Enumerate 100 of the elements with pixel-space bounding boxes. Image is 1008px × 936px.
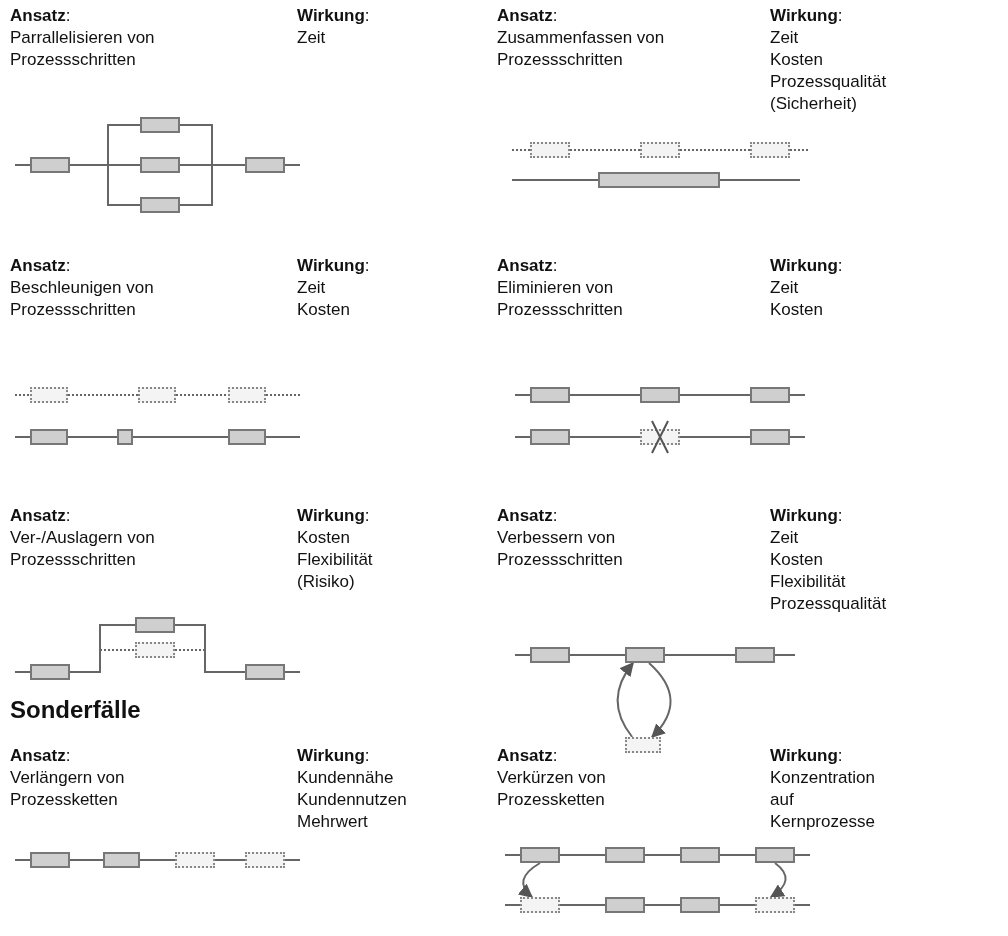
field-heading: Wirkung: [297,255,370,277]
process-step-box [605,897,645,913]
process-step-box [30,429,68,445]
process-step-box [625,647,665,663]
arrow [648,662,672,738]
field-heading: Wirkung: [770,255,843,277]
effect-item: Flexibilität [297,549,373,571]
connector-line [719,854,756,856]
process-step-box [228,429,266,445]
effect-item: Prozessqualität [770,71,887,93]
process-step-box [735,647,775,663]
dotted-process-step-box [625,737,661,753]
process-step-box [140,197,180,213]
effect-item: Kundennutzen [297,789,407,811]
process-step-box [755,847,795,863]
effect-item: Zeit [297,27,326,49]
dotted-process-step-box [135,642,175,658]
dotted-process-step-box [750,142,790,158]
effect-item: (Sicherheit) [770,93,857,115]
effect-item: Flexibilität [770,571,846,593]
effect-item: Kosten [770,49,823,71]
approach-description: Eliminieren von Prozessschritten [497,277,624,321]
connector-line [569,149,641,151]
effect-item: Kosten [770,299,823,321]
connector-line [679,436,751,438]
connector-line [69,649,136,673]
effect-item: Kosten [297,299,350,321]
effect-item: Zeit [770,27,799,49]
approach-description: Verkürzen von Prozessketten [497,767,607,811]
connector-line [67,436,118,438]
connector-line [174,649,246,673]
connector-line [174,624,246,673]
connector-line [719,904,756,906]
connector-line [644,904,681,906]
connector-line [644,854,681,856]
connector-line [67,394,139,396]
field-heading: Wirkung: [297,5,370,27]
field-heading: Wirkung: [770,505,843,527]
connector-line [69,859,104,861]
process-step-box [680,847,720,863]
connector-line [559,854,606,856]
field-heading: Wirkung: [297,745,370,767]
connector-line [569,394,641,396]
connector-line [175,394,229,396]
field-heading: Ansatz: [497,505,558,527]
process-step-box [530,387,570,403]
process-step-box [520,847,560,863]
dotted-process-step-box [30,387,68,403]
approach-description: Verbessern von Prozessschritten [497,527,624,571]
section-heading: Sonderfälle [10,695,141,725]
field-heading: Ansatz: [497,745,558,767]
dotted-process-step-box [228,387,266,403]
effect-item: Zeit [770,527,799,549]
approach-description: Parrallelisieren von Prozessschritten [10,27,156,71]
approach-description: Zusammenfassen von Prozessschritten [497,27,666,71]
process-step-box [530,429,570,445]
effect-item: (Risiko) [297,571,355,593]
connector-line [664,654,736,656]
dotted-process-step-box [245,852,285,868]
process-step-box [140,117,180,133]
process-step-box [117,429,133,445]
dotted-process-step-box [175,852,215,868]
field-heading: Ansatz: [10,5,71,27]
approach-description: Beschleunigen von Prozessschritten [10,277,155,321]
approach-description: Ver-/Auslagern von Prozessschritten [10,527,156,571]
process-step-box [640,387,680,403]
process-step-box [750,429,790,445]
field-heading: Wirkung: [297,505,370,527]
process-step-box [750,387,790,403]
field-heading: Ansatz: [10,505,71,527]
effect-item: Prozessqualität [770,593,887,615]
effect-item: Kosten [770,549,823,571]
connector-line [569,654,626,656]
dotted-process-step-box [640,142,680,158]
process-step-box [30,852,70,868]
arrow [769,862,787,898]
process-step-box [135,617,175,633]
field-heading: Ansatz: [10,255,71,277]
process-step-box [245,157,285,173]
process-step-box [103,852,140,868]
process-step-box [680,897,720,913]
field-heading: Ansatz: [497,255,558,277]
effect-item: Konzentration auf Kernprozesse [770,767,876,833]
process-step-box [605,847,645,863]
field-heading: Ansatz: [497,5,558,27]
connector-line [69,624,136,673]
field-heading: Wirkung: [770,745,843,767]
process-step-box [598,172,720,188]
field-heading: Ansatz: [10,745,71,767]
process-step-box [530,647,570,663]
effect-item: Kundennähe [297,767,394,789]
process-step-box [140,157,180,173]
arrow [616,661,634,738]
effect-item: Mehrwert [297,811,368,833]
connector-line [139,859,176,861]
connector-line [179,164,246,206]
connector-line [214,859,246,861]
dotted-process-step-box [138,387,176,403]
effect-item: Zeit [770,277,799,299]
connector-line [132,436,229,438]
